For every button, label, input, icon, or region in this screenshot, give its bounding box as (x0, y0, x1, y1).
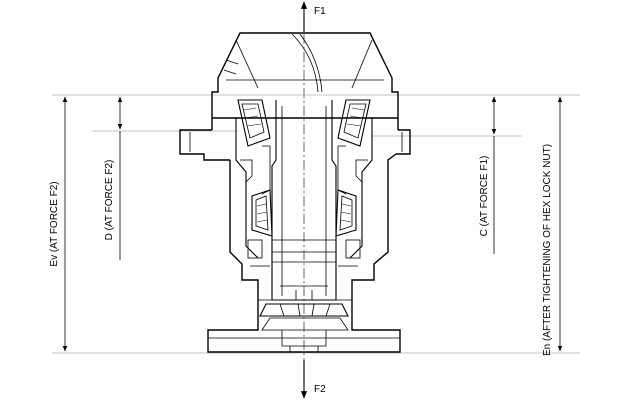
hex-lock-nut (259, 303, 349, 317)
upper-bearing-right (337, 99, 371, 147)
upper-bearing-left (237, 99, 271, 147)
force-label-f2: F2 (314, 384, 326, 395)
force-label-f1: F1 (314, 6, 326, 17)
housing-cap (211, 32, 399, 119)
flange-body (179, 118, 411, 353)
dimension-label-d: D (AT FORCE F2) (104, 160, 115, 241)
dimension-label-ev: Ev (AT FORCE F2) (49, 181, 60, 266)
extension-lines (52, 94, 580, 354)
dimension-label-en: En (AFTER TIGHTENING OF HEX LOCK NUT) (542, 144, 553, 356)
lower-bearing-right (335, 189, 357, 237)
shaft (271, 100, 337, 301)
dimension-label-c: C (AT FORCE F1) (479, 156, 490, 237)
lower-bearing-left (251, 189, 273, 237)
spacer-sleeve (240, 145, 368, 267)
